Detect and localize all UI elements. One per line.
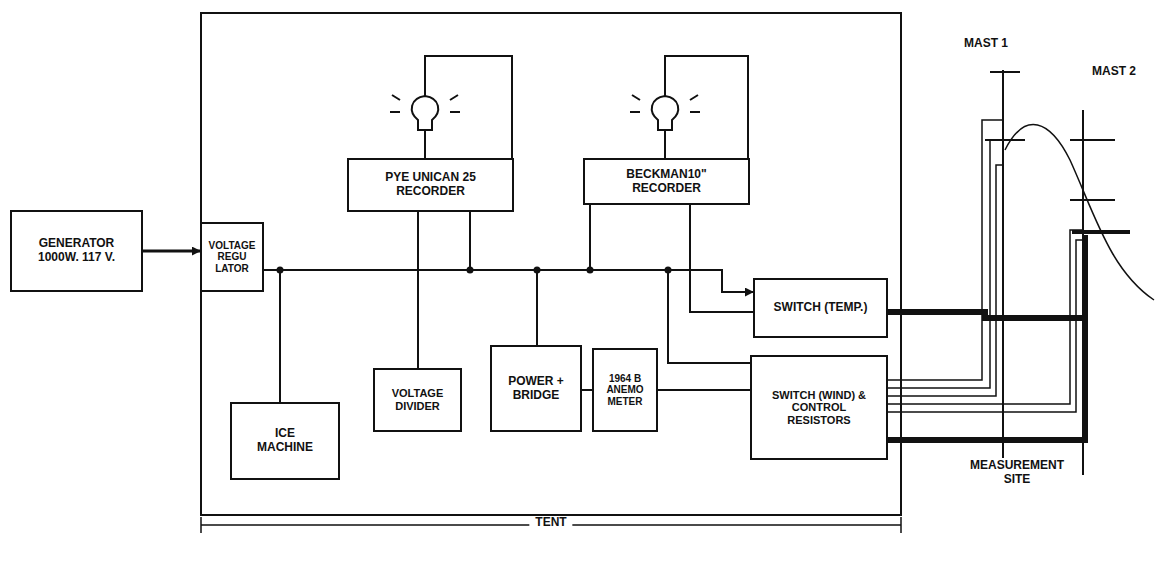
profile-curve (1005, 125, 1154, 300)
equipment-box: VOLTAGE REGU LATOR (200, 222, 264, 292)
wire-connector (264, 212, 470, 270)
lamp-circuit (425, 56, 748, 158)
equipment-box: SWITCH (WIND) & CONTROL RESISTORS (750, 355, 888, 460)
box-label: SWITCH (TEMP.) (774, 301, 868, 315)
equipment-box: VOLTAGE DIVIDER (373, 368, 462, 432)
equipment-box: 1964 B ANEMO METER (592, 348, 658, 432)
wire-connector (264, 205, 590, 270)
box-label: SWITCH (WIND) & CONTROL RESISTORS (772, 389, 867, 427)
box-label: ICE MACHINE (250, 427, 320, 455)
tent-bracket (201, 517, 901, 533)
wire-connector (658, 389, 750, 391)
box-label: BECKMAN10" RECORDER (604, 168, 729, 196)
mast (985, 70, 1130, 475)
box-label: VOLTAGE DIVIDER (380, 387, 455, 412)
mast-label: MAST 1 (962, 36, 1010, 52)
site-label: MEASUREMENT SITE (960, 458, 1074, 488)
equipment-box: ICE MACHINE (230, 402, 340, 480)
wire-connector (417, 212, 419, 368)
equipment-box: SWITCH (TEMP.) (753, 278, 888, 338)
box-label: POWER + BRIDGE (506, 375, 566, 403)
equipment-box: PYE UNICAN 25 RECORDER (347, 158, 514, 212)
box-label: GENERATOR 1000W. 117 V. (32, 237, 122, 265)
wire-connector (264, 270, 537, 345)
signal-cable (888, 120, 1085, 440)
equipment-box: GENERATOR 1000W. 117 V. (10, 210, 143, 292)
equipment-box: POWER + BRIDGE (490, 345, 582, 432)
mast-label: MAST 2 (1090, 64, 1138, 80)
wire-connector (582, 389, 592, 391)
box-label: 1964 B ANEMO METER (599, 373, 651, 408)
box-label: PYE UNICAN 25 RECORDER (366, 171, 496, 199)
wire-connector (143, 250, 200, 253)
lamp-symbol (390, 84, 700, 130)
equipment-box: BECKMAN10" RECORDER (583, 158, 750, 205)
wire-connector (264, 270, 753, 292)
wire-connector (264, 270, 280, 402)
tent-enclosure: TENTVOLTAGE REGU LATORPYE UNICAN 25 RECO… (200, 12, 902, 516)
wire-connector (690, 205, 753, 312)
box-label: VOLTAGE REGU LATOR (207, 240, 257, 275)
enclosure-label: TENT (529, 516, 572, 530)
